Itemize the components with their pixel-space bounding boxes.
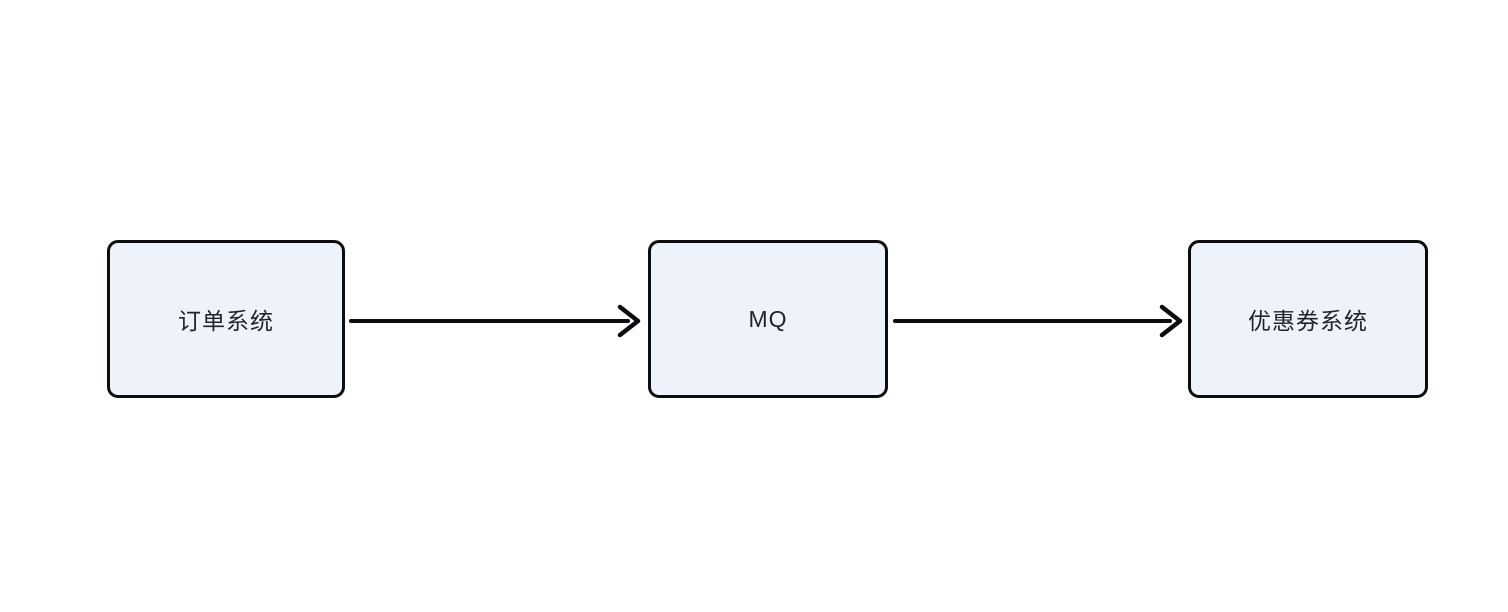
node-mq[interactable]: MQ xyxy=(648,240,888,398)
node-order-system-label: 订单系统 xyxy=(178,308,274,334)
node-mq-label: MQ xyxy=(748,305,788,332)
arrow-mq-to-coupon xyxy=(892,300,1186,342)
arrow-order-to-mq xyxy=(348,300,644,342)
arrow-right-icon xyxy=(893,304,1183,338)
arrow-right-icon xyxy=(349,304,641,338)
node-order-system[interactable]: 订单系统 xyxy=(107,240,345,398)
node-coupon-system[interactable]: 优惠券系统 xyxy=(1188,240,1428,398)
node-coupon-system-label: 优惠券系统 xyxy=(1248,308,1368,334)
